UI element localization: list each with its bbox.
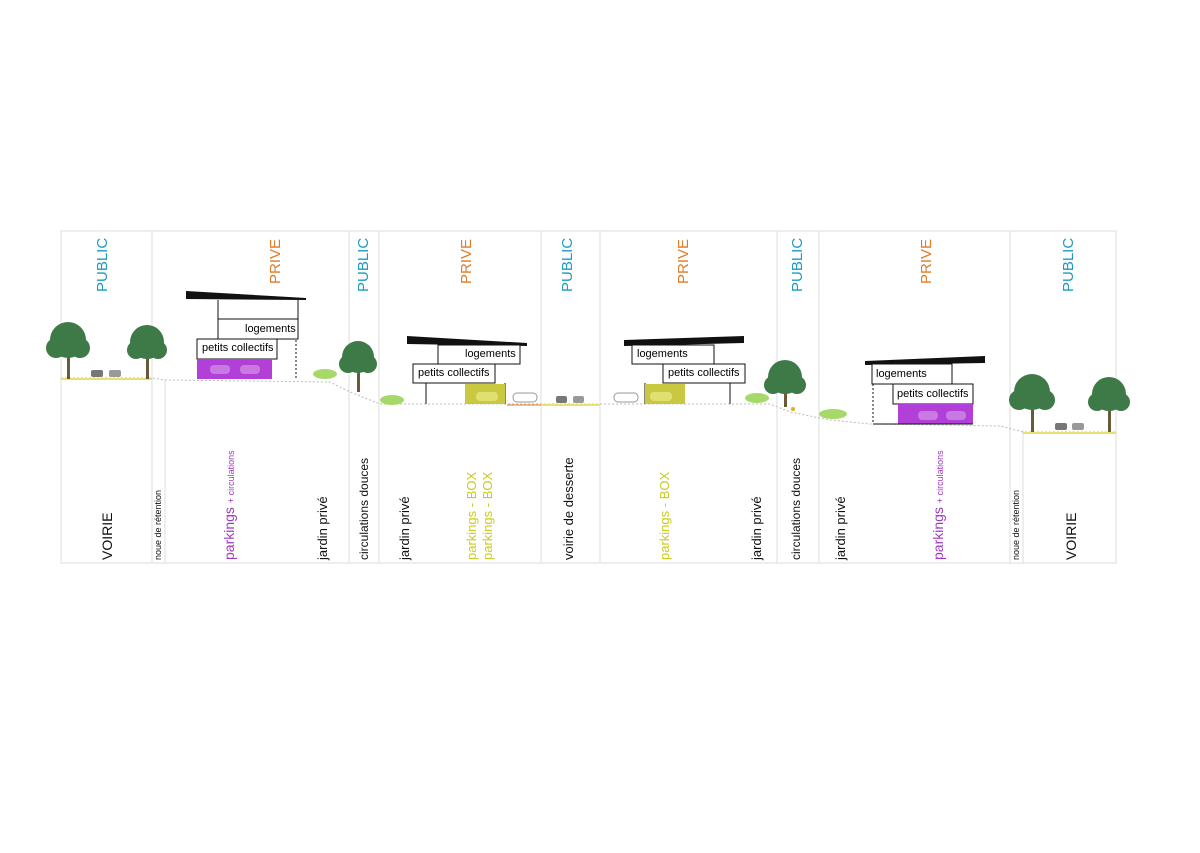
car-icon	[1072, 423, 1084, 430]
flower-icon	[791, 407, 795, 411]
grass-icon	[819, 409, 847, 419]
label-logements: logements	[637, 348, 688, 360]
car-icon	[918, 411, 938, 420]
parking-purple-1	[197, 359, 272, 379]
roof-2	[407, 336, 527, 346]
car-icon	[91, 370, 103, 377]
label-petits-collectifs: petits collectifs	[418, 367, 490, 379]
box-petits-3	[662, 363, 746, 384]
use-label-jardin: jardin privé	[315, 496, 330, 560]
use-label-voirie-desserte: voirie de desserte	[561, 457, 576, 560]
tree-icon	[339, 341, 377, 392]
label-logements: logements	[465, 348, 516, 360]
use-label-noue: noue de rétention	[153, 489, 163, 560]
use-label-circulations: circulations douces	[789, 457, 803, 560]
use-label-jardin: jardin privé	[833, 496, 848, 560]
cars	[91, 365, 1084, 430]
trees	[46, 322, 1130, 432]
label-petits-collectifs: petits collectifs	[668, 367, 740, 379]
grass-icon	[380, 395, 404, 405]
roof-3	[624, 336, 744, 346]
label-logements: logements	[245, 323, 296, 335]
use-label-jardin: jardin privé	[749, 496, 764, 560]
building-2	[407, 336, 527, 404]
use-label-parkings: parkings + circulations	[221, 450, 237, 560]
tree-icon	[1009, 374, 1055, 432]
car-icon	[240, 365, 260, 374]
car-icon	[946, 411, 966, 420]
zone-label-public: PUBLIC	[94, 237, 111, 292]
use-label-circulations: circulations douces	[357, 457, 371, 560]
car-icon	[556, 396, 567, 403]
parkings-main: parkings	[221, 507, 237, 560]
tree-icon	[764, 360, 806, 407]
label-logements: logements	[876, 368, 927, 380]
zone-label-public: PUBLIC	[789, 237, 806, 292]
use-label-voirie: VOIRIE	[1063, 512, 1079, 560]
roof-1	[186, 291, 306, 300]
car-icon	[210, 365, 230, 374]
use-label-parkings-box: parkings - BOX	[480, 471, 495, 560]
use-label-parkings: parkings + circulations	[930, 450, 946, 560]
car-icon	[650, 392, 672, 401]
zone-label-prive: PRIVE	[918, 238, 935, 284]
tree-icon	[127, 325, 167, 379]
zone-label-prive: PRIVE	[267, 238, 284, 284]
grass-icon	[313, 369, 337, 379]
zone-label-public: PUBLIC	[1060, 237, 1077, 292]
use-label-parkings-box: parkings - BOX	[464, 471, 479, 560]
zone-label-public: PUBLIC	[559, 237, 576, 292]
car-icon	[1055, 423, 1067, 430]
box-petits-2	[412, 363, 496, 384]
use-label-voirie: VOIRIE	[99, 512, 115, 560]
zone-label-public: PUBLIC	[355, 237, 372, 292]
car-icon	[109, 370, 121, 377]
grass-icon	[745, 393, 769, 403]
roof-4	[865, 356, 985, 365]
parkings-sub: + circulations	[226, 450, 236, 504]
zone-label-prive: PRIVE	[458, 238, 475, 284]
car-icon	[613, 392, 639, 403]
use-label-noue: noue de rétention	[1011, 489, 1021, 560]
tree-icon	[1088, 377, 1130, 432]
use-label-parkings-box: parkings - BOX	[657, 471, 672, 560]
label-petits-collectifs: petits collectifs	[897, 388, 969, 400]
parkings-sub: + circulations	[935, 450, 945, 504]
zone-label-prive: PRIVE	[675, 238, 692, 284]
parkings-main: parkings	[930, 507, 946, 560]
car-icon	[476, 392, 498, 401]
tree-icon	[46, 322, 90, 379]
grass	[313, 369, 847, 419]
car-icon	[573, 396, 584, 403]
car-icon	[512, 392, 538, 403]
ground-profile	[61, 377, 1116, 434]
label-petits-collectifs: petits collectifs	[202, 342, 274, 354]
use-label-jardin: jardin privé	[397, 496, 412, 560]
